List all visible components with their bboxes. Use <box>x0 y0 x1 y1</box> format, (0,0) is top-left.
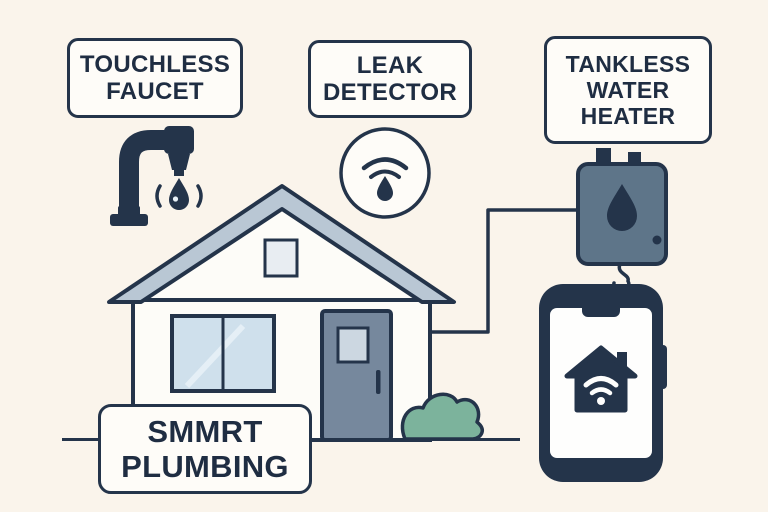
water-drop-icon <box>377 176 393 201</box>
label-line: FAUCET <box>106 78 204 105</box>
faucet-icon <box>110 126 203 226</box>
home-chimney <box>617 352 627 368</box>
house-illustration <box>107 184 484 442</box>
attic-window <box>263 238 299 278</box>
smartphone <box>539 284 663 482</box>
brand-line: PLUMBING <box>121 449 289 484</box>
door-window <box>336 326 370 364</box>
connector-line-heater <box>430 208 581 334</box>
smart-home-app-icon <box>564 345 638 413</box>
splash-arc-right <box>196 184 203 208</box>
faucet-base <box>110 214 148 226</box>
house-roof <box>107 184 456 304</box>
label-line: LEAK <box>356 51 424 79</box>
heater-dial <box>652 235 662 245</box>
splash-arc-left <box>155 184 162 208</box>
faucet-pipe <box>119 130 170 218</box>
heater-pipe-left <box>596 148 611 166</box>
wifi-dot <box>597 397 605 405</box>
label-tankless-water-heater: TANKLESS WATER HEATER <box>544 36 712 144</box>
bush <box>400 392 484 441</box>
wifi-arc-inner <box>369 169 401 179</box>
faucet-head <box>164 126 194 154</box>
label-line: TOUCHLESS <box>79 50 231 78</box>
connector-path <box>430 208 581 334</box>
water-drop-icon <box>169 178 189 210</box>
label-leak-detector: LEAK DETECTOR <box>308 40 472 118</box>
label-line: DETECTOR <box>323 79 457 106</box>
wifi-arc-outer <box>361 157 409 171</box>
label-line: WATER <box>586 77 670 103</box>
wifi-arc-outer <box>583 376 619 388</box>
faucet-stem-base <box>118 206 140 216</box>
faucet-nozzle <box>168 154 190 170</box>
brand-line: SMMRT <box>147 413 263 449</box>
label-touchless-faucet: TOUCHLESS FAUCET <box>67 38 243 118</box>
label-line: TANKLESS <box>565 51 691 78</box>
window-glare <box>184 323 246 389</box>
leak-detector-icon <box>339 127 431 219</box>
label-brand: SMMRT PLUMBING <box>98 404 312 494</box>
door-handle <box>376 370 381 394</box>
drop-highlight <box>172 196 179 202</box>
wifi-arc-inner <box>589 387 613 396</box>
phone-side-button <box>659 345 667 389</box>
phone-screen <box>550 308 652 458</box>
phone-notch <box>582 308 620 317</box>
faucet-tip <box>174 169 184 176</box>
label-line: HEATER <box>580 102 676 129</box>
water-drop-icon <box>607 184 637 231</box>
tankless-heater-icon <box>576 148 668 294</box>
